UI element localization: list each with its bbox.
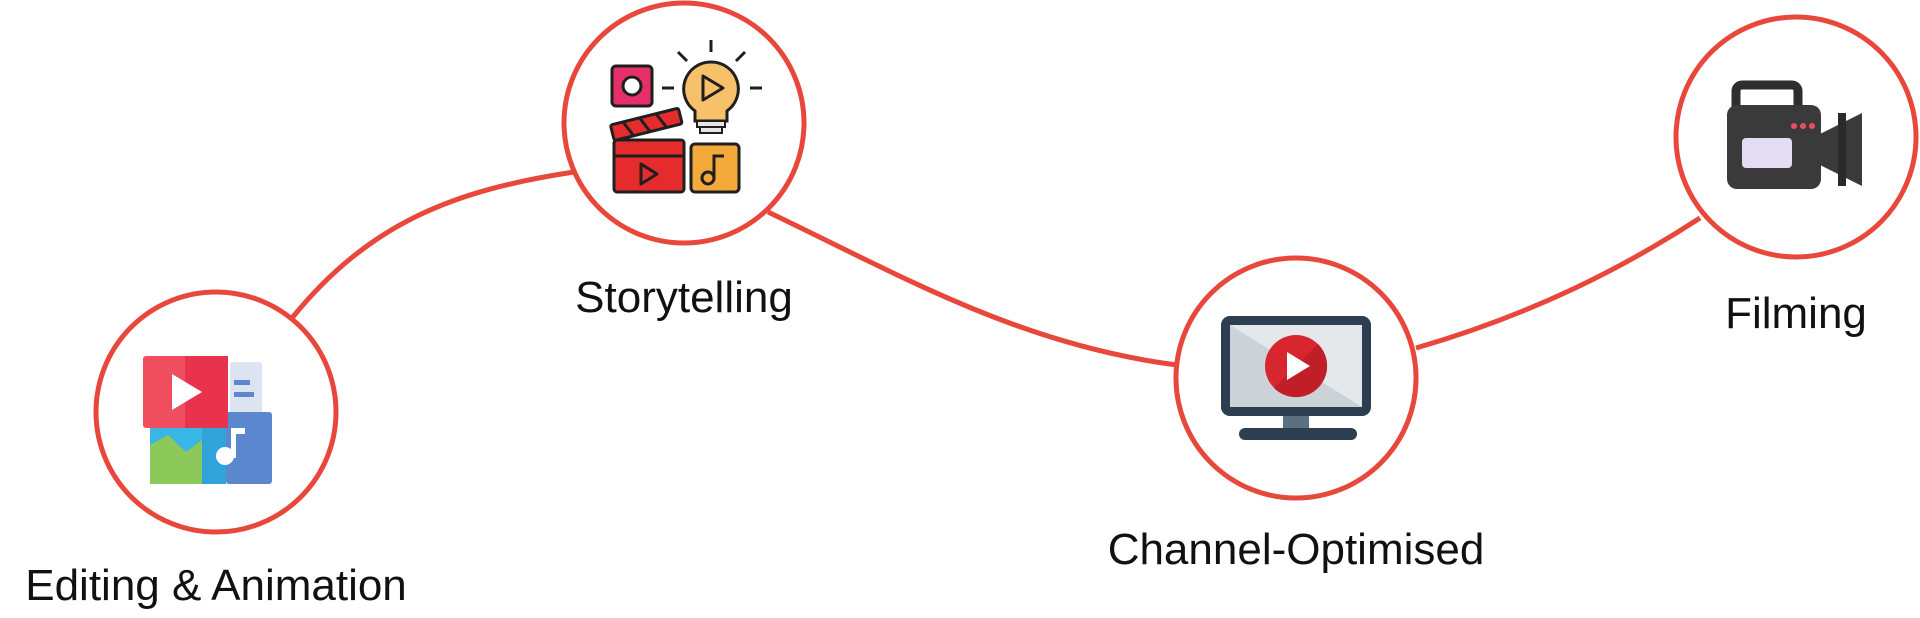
node-label-storytelling: Storytelling: [575, 273, 793, 322]
video-camera-icon: [1727, 80, 1862, 189]
video-media-files-icon: [143, 356, 272, 484]
node-circle-storytelling: [561, 0, 807, 246]
idea-bulb-clapperboard-icon: [609, 40, 762, 194]
node-label-filming: Filming: [1725, 289, 1867, 338]
node-label-channel: Channel-Optimised: [1107, 525, 1485, 574]
node-label-editing: Editing & Animation: [25, 561, 407, 610]
connector-channel-filming: [1415, 215, 1702, 351]
connector-storytelling-channel: [766, 209, 1178, 368]
connector-editing-storytelling: [290, 169, 575, 320]
monitor-play-icon: [1221, 316, 1371, 440]
